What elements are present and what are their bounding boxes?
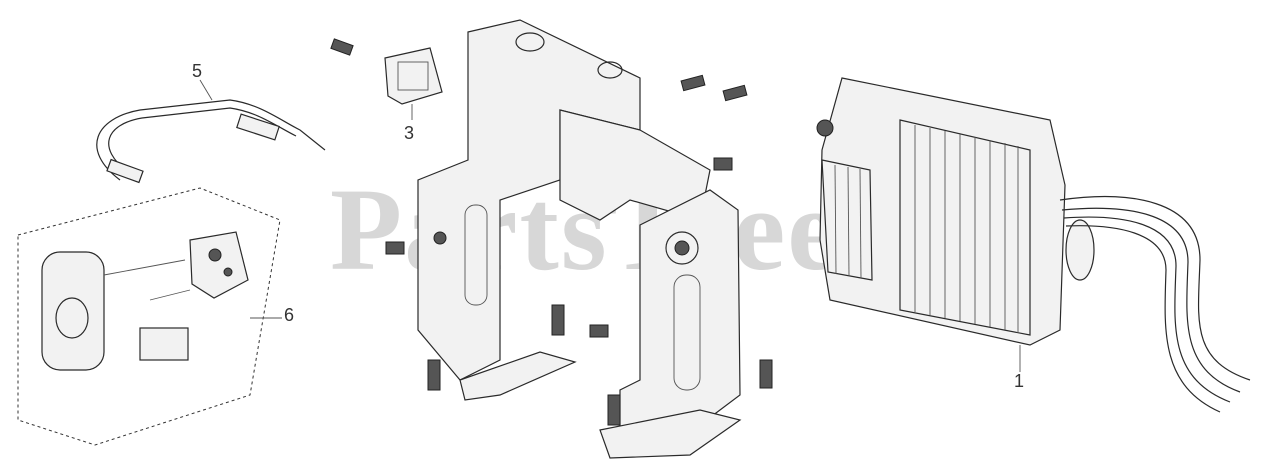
part-5-cable bbox=[96, 79, 326, 184]
secondary-bracket bbox=[385, 74, 773, 459]
bolt bbox=[551, 304, 565, 336]
part-6-switch-assembly bbox=[17, 187, 282, 446]
connector-block bbox=[139, 327, 189, 361]
screw bbox=[330, 38, 354, 56]
callout-3: 3 bbox=[404, 123, 415, 143]
switch-knob bbox=[55, 297, 89, 339]
callout-1: 1 bbox=[1014, 371, 1025, 391]
cable-end bbox=[236, 113, 280, 141]
part-3-clip bbox=[330, 38, 443, 120]
part-1-regulator bbox=[816, 77, 1251, 413]
callout-6: 6 bbox=[284, 305, 295, 325]
callout-5: 5 bbox=[192, 61, 203, 81]
cable-spring bbox=[106, 158, 144, 184]
switch-body bbox=[189, 231, 249, 299]
main-bracket bbox=[417, 19, 711, 401]
switch-bolt bbox=[208, 248, 222, 262]
